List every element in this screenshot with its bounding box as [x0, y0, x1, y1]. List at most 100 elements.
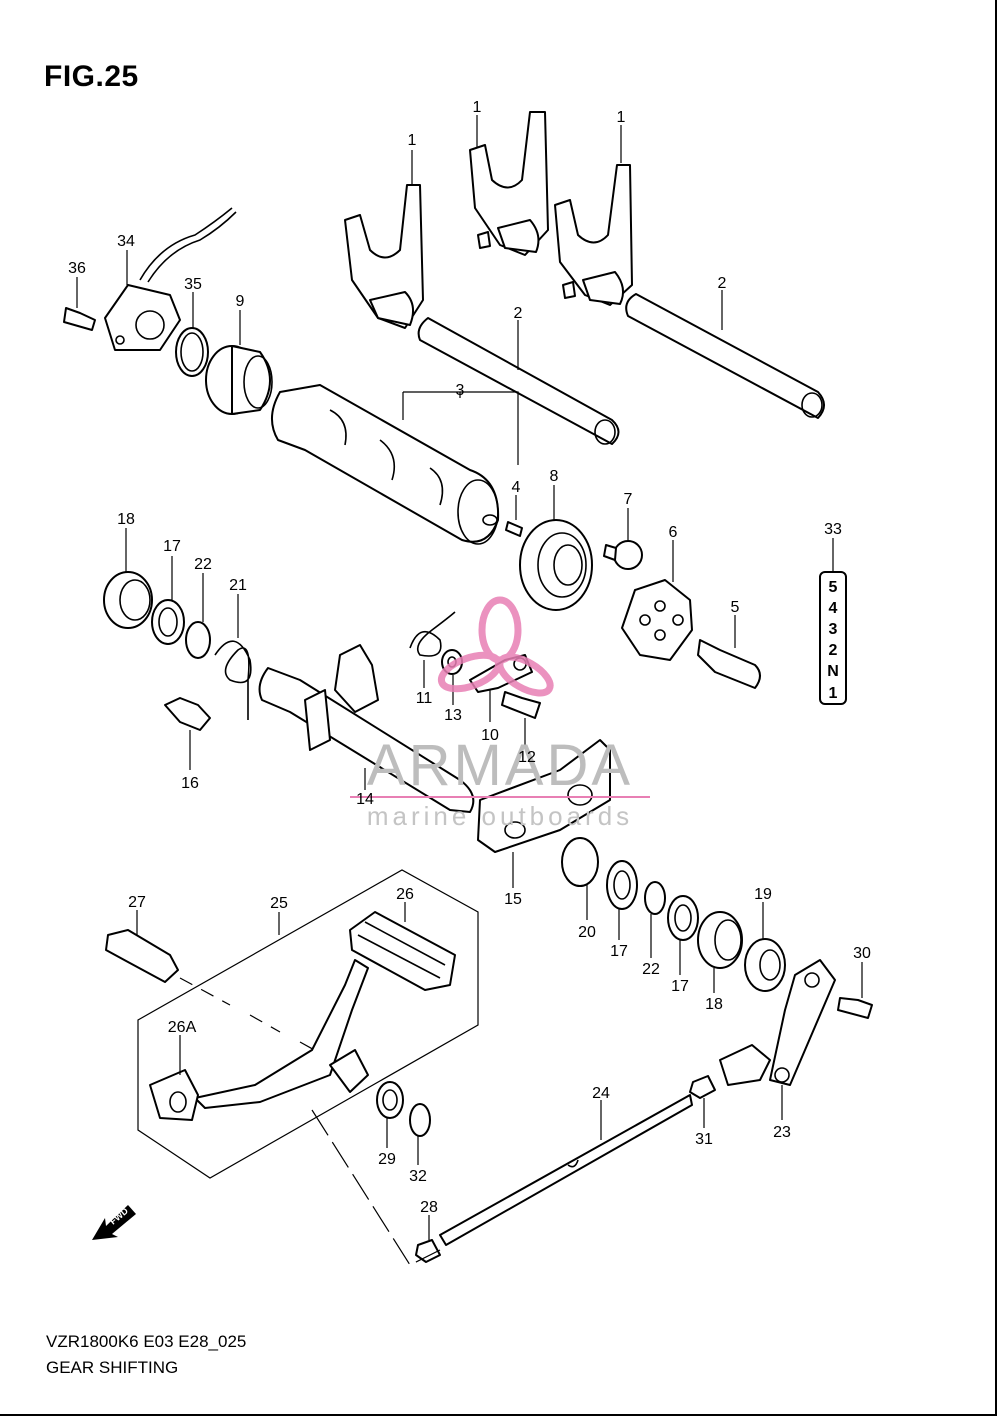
circlip-left[interactable]: [185, 621, 211, 659]
washer-right-2[interactable]: [667, 895, 699, 941]
watermark-logo-icon: [437, 596, 554, 697]
callout-labels: 1 1 1 2 2 3 4 5 6 7 8 9 10 11 12 13 14 1…: [68, 99, 871, 1216]
shift-fork-right[interactable]: [554, 164, 633, 306]
callout-34: 34: [117, 233, 135, 250]
callout-1a: 1: [408, 132, 417, 149]
pedal-assembly-box: [137, 869, 479, 1179]
callout-27: 27: [128, 894, 146, 911]
lock-nut-lower[interactable]: [415, 1239, 441, 1263]
callout-23: 23: [773, 1124, 791, 1141]
callout-36: 36: [68, 260, 86, 277]
washer-right-1[interactable]: [606, 860, 638, 910]
cam-bearing[interactable]: [519, 519, 593, 611]
gearshift-cam[interactable]: [271, 384, 500, 545]
callout-11: 11: [416, 690, 433, 707]
callout-24: 24: [592, 1085, 610, 1102]
watermark-tagline: marine outboards: [367, 801, 633, 831]
callout-4: 4: [512, 479, 521, 496]
return-spring[interactable]: [214, 640, 252, 720]
callout-20: 20: [578, 924, 596, 941]
shift-fork-center[interactable]: [469, 111, 549, 256]
callout-17b: 17: [610, 943, 628, 960]
callout-29: 29: [378, 1151, 396, 1168]
oil-seal[interactable]: [561, 837, 599, 887]
pedal-rubber[interactable]: [349, 911, 456, 991]
callout-22a: 22: [194, 556, 212, 573]
shift-fork-shaft-center[interactable]: [417, 317, 620, 445]
stopper-bolt[interactable]: [603, 540, 643, 570]
lock-nut-upper[interactable]: [689, 1075, 716, 1099]
gearshift-arm[interactable]: [769, 959, 836, 1086]
pedal-washer[interactable]: [376, 1081, 404, 1119]
shift-fork-shaft-right[interactable]: [625, 293, 825, 419]
gear-ind-2: 3: [829, 621, 838, 638]
callout-31: 31: [695, 1131, 713, 1148]
callout-32: 32: [409, 1168, 427, 1185]
arm-bolt[interactable]: [837, 997, 873, 1019]
callout-14: 14: [356, 791, 374, 808]
callout-12: 12: [518, 749, 536, 766]
callout-17a: 17: [163, 538, 181, 555]
pedal-pivot-bolt[interactable]: [105, 929, 179, 983]
switch-o-ring[interactable]: [175, 327, 209, 377]
callout-18a: 18: [117, 511, 135, 528]
gear-ind-3: 2: [829, 642, 838, 659]
callout-17c: 17: [671, 978, 689, 995]
callout-1b: 1: [473, 99, 482, 116]
washer-left[interactable]: [151, 599, 185, 645]
callout-33: 33: [824, 521, 842, 538]
needle-bearing-right[interactable]: [697, 911, 743, 969]
callout-19: 19: [754, 886, 772, 903]
needle-bearing-cam[interactable]: [205, 345, 273, 415]
pedal-pivot-bushing[interactable]: [149, 1069, 199, 1121]
callout-18b: 18: [705, 996, 723, 1013]
callout-8: 8: [550, 468, 559, 485]
stopper-bolt-small[interactable]: [501, 691, 541, 719]
gearshift-link-rod[interactable]: [439, 1094, 693, 1246]
callout-6: 6: [669, 524, 678, 541]
callout-22b: 22: [642, 961, 660, 978]
callout-21: 21: [229, 577, 247, 594]
figure-title: FIG.25: [44, 60, 139, 93]
watermark: ARMADA marine outboards: [350, 596, 650, 831]
callout-35: 35: [184, 276, 202, 293]
gear-ind-1: 4: [829, 600, 838, 617]
link-rod-end[interactable]: [719, 1044, 771, 1086]
callout-2b: 2: [718, 275, 727, 292]
cam-pin[interactable]: [505, 521, 523, 537]
callout-16: 16: [181, 775, 199, 792]
gear-position-switch[interactable]: [104, 207, 237, 351]
gearshift-shaft[interactable]: [258, 644, 475, 813]
callout-7: 7: [624, 491, 633, 508]
cam-drive-pin[interactable]: [697, 639, 761, 689]
fwd-arrow-icon: FWD: [92, 1205, 136, 1240]
cam-stopper-spring[interactable]: [409, 611, 456, 657]
gearshift-pedal[interactable]: [194, 959, 369, 1109]
pedal-circlip[interactable]: [409, 1103, 431, 1137]
diagram-code: VZR1800K6 E03 E28_025: [46, 1332, 247, 1351]
circlip-right[interactable]: [644, 881, 666, 915]
callout-9: 9: [236, 293, 245, 310]
callout-15: 15: [504, 891, 522, 908]
callout-26a: 26A: [168, 1019, 197, 1036]
oil-seal-right[interactable]: [744, 938, 786, 992]
callout-2a: 2: [514, 305, 523, 322]
spring-stud-bolt[interactable]: [164, 697, 211, 731]
gear-position-indicator: 5 4 3 2 N 1: [819, 571, 847, 705]
cam-drive-plate[interactable]: [621, 579, 693, 661]
needle-bearing-left[interactable]: [103, 571, 153, 629]
gear-ind-5: 1: [829, 685, 838, 702]
shift-fork-left[interactable]: [344, 184, 424, 329]
gear-ind-0: 5: [829, 579, 838, 596]
callout-10: 10: [481, 727, 499, 744]
watermark-brand: ARMADA: [367, 733, 633, 798]
gear-ind-4: N: [827, 663, 839, 680]
callout-1c: 1: [617, 109, 626, 126]
callout-26: 26: [396, 886, 414, 903]
callout-13: 13: [444, 707, 462, 724]
callout-25: 25: [270, 895, 288, 912]
switch-bolt[interactable]: [63, 307, 96, 331]
callout-28: 28: [420, 1199, 438, 1216]
